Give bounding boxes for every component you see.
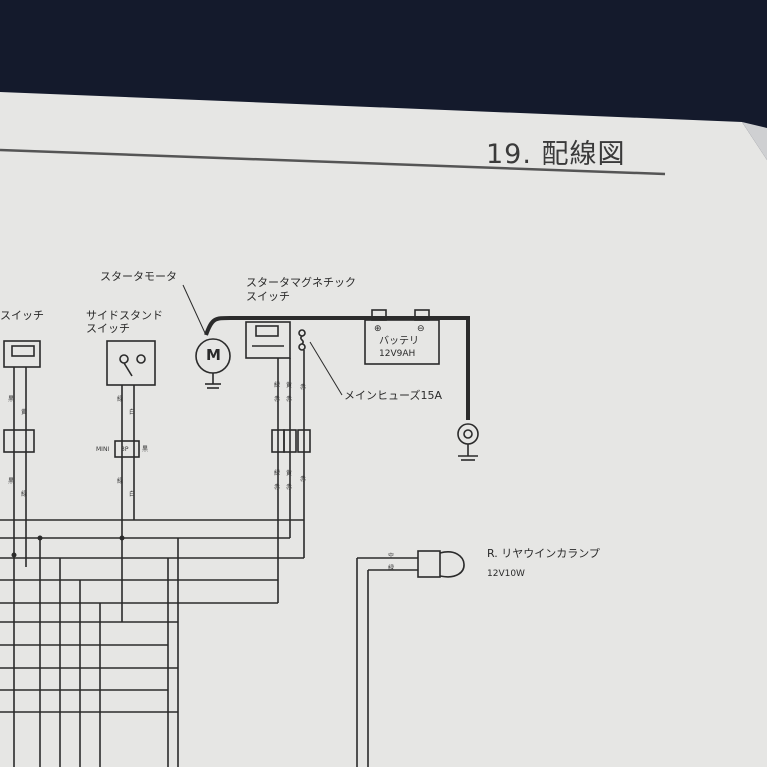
battery-terminal-pos [371,309,387,321]
main-harness [204,316,470,420]
wire-tag: 黄 [286,470,293,477]
mag-switch-body [245,321,291,359]
junction-dot [11,552,17,558]
left-switch-label: スイッチ [0,309,44,322]
rear-winker-rating: 12V10W [487,569,525,579]
wire-tag: 緑 [388,565,395,572]
side-stand-label-2: スイッチ [86,322,130,335]
junction-dot [37,535,43,541]
wire-tag: 空 [388,553,395,560]
wire-tag: 赤 [286,484,293,491]
rear-winker-label: R. リヤウインカランプ [487,547,600,560]
paper-sheet [0,92,767,767]
wire-tag: 緑 [117,478,124,485]
mag-switch-label-2: スイッチ [246,290,290,303]
mag-switch-label-1: スタータマグネチック [246,276,356,289]
side-stand-pin-2 [136,354,146,364]
battery-terminal-neg [414,309,430,321]
wire-tag: 赤 [274,396,281,403]
battery-label: バッテリ [379,336,419,347]
mag-connector-b [283,429,297,453]
ground-eyelet-hole [463,429,473,439]
wire-tag: 白 [129,491,136,498]
starter-motor-label: スタータモータ [100,270,177,283]
side-stand-body [106,340,156,386]
wire-tag: 黄 [286,382,293,389]
wire-tag: 黒 [8,396,15,403]
wire-tag: 黄 [21,409,28,416]
mag-connector-c [297,429,311,453]
side-stand-label-1: サイドスタンド [86,309,163,322]
wire-tag: 赤 [274,484,281,491]
main-fuse-label: メインヒューズ15A [344,389,442,402]
battery-body [364,319,440,365]
battery-rating: 12V9AH [379,349,416,359]
left-switch-body [3,340,41,368]
wire-tag: 赤 [286,396,293,403]
wire-tag: 緑 [274,382,281,389]
side-stand-blade [123,362,133,377]
paper-shadow [742,122,767,160]
connector-3p-label: 3P [121,446,129,453]
connector-3p-right-tag: 黒 [142,446,149,453]
winker-socket [417,550,441,578]
battery-plus-icon: ⊕ [374,324,382,334]
wire-tag: 緑 [21,491,28,498]
wire-tag: 緑 [274,470,281,477]
connector-3p-body [114,440,140,458]
left-switch-connector [3,429,35,453]
connector-3p-left-tag: MINI [96,446,110,453]
left-switch-inner [11,345,35,357]
circuit-lines [0,284,479,767]
wire-tag: 緑 [117,396,124,403]
mag-switch-inner [255,325,279,337]
battery-minus-icon: ⊖ [417,324,425,334]
wire-tag: 赤 [300,384,307,391]
page-title: 19. 配線図 [486,139,626,170]
wire-tag: 赤 [300,476,307,483]
wire-tag: 白 [129,409,136,416]
starter-motor-symbol: M [206,346,221,364]
winker-bulb [439,551,465,578]
fuse-link [300,335,304,345]
header-rule [0,148,666,176]
pointer-starter [182,284,206,334]
pointer-fuse [309,341,343,396]
junction-dot [119,535,125,541]
wire-tag: 黒 [8,478,15,485]
junction-dots [11,535,125,558]
